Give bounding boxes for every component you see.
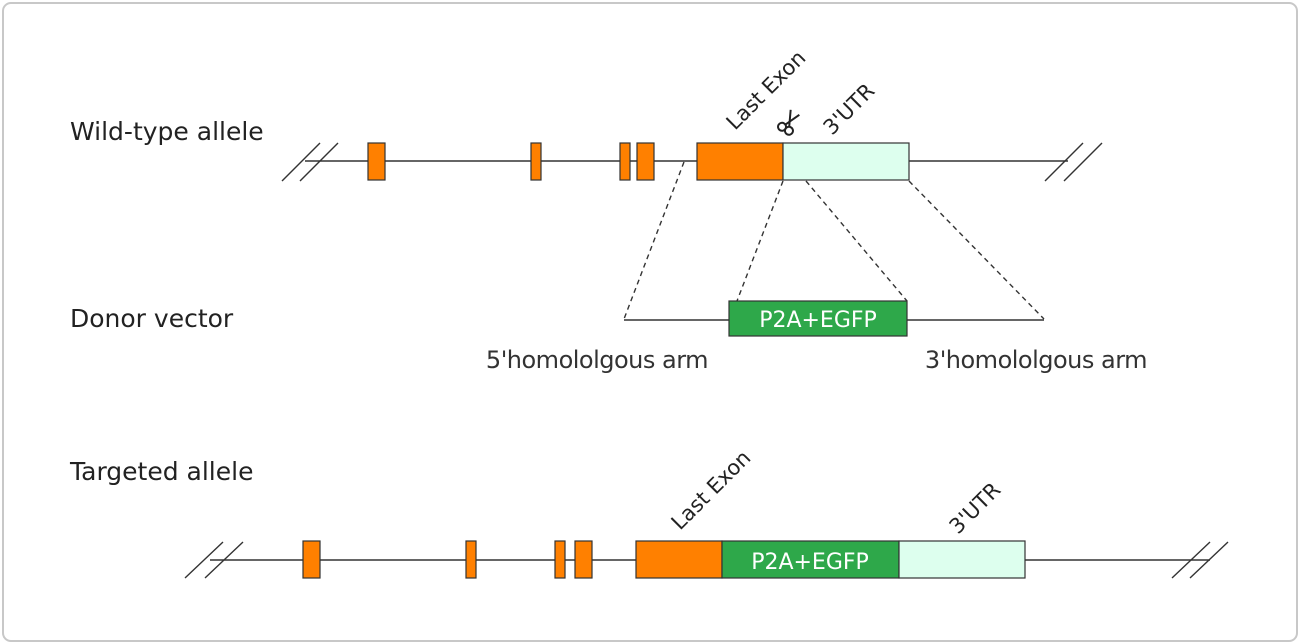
targeted-break-left-1 — [184, 541, 224, 579]
donor-vector: P2A+EGFP 5'homololgous arm 3'homololgous… — [486, 300, 1148, 374]
targeted-exon — [574, 540, 593, 579]
targeted-exon — [465, 540, 477, 579]
donor-vector-label: Donor vector — [70, 304, 234, 333]
scissors-icon — [777, 109, 800, 136]
targeted-break-left-2 — [204, 541, 244, 579]
targeted-3utr — [898, 540, 1026, 579]
wild-type-break-left-1 — [281, 142, 321, 182]
wild-type-3utr — [782, 142, 910, 181]
targeted-allele-label: Targeted allele — [69, 457, 253, 486]
targeted-break-right-1 — [1171, 541, 1211, 579]
wild-type-break-left-2 — [299, 142, 339, 182]
guide-insert-left — [736, 180, 784, 302]
donor-insert-box — [728, 300, 908, 337]
targeted-exon — [302, 540, 321, 579]
wild-type-break-right-2 — [1063, 142, 1103, 182]
wild-type-exon — [619, 142, 631, 181]
donor-insert-label: P2A+EGFP — [759, 308, 877, 333]
wild-type-allele-label: Wild-type allele — [70, 117, 264, 146]
targeted-exon — [554, 540, 566, 579]
5-homology-arm-label: 5'homololgous arm — [486, 346, 708, 374]
wild-type-break-right-1 — [1044, 142, 1084, 182]
guide-5arm-outer — [623, 161, 685, 320]
targeted-break-right-2 — [1189, 541, 1229, 579]
guide-insert-right — [805, 180, 908, 302]
wild-type-exon — [530, 142, 542, 181]
wild-type-last-exon — [696, 142, 784, 181]
targeted-insert-label: P2A+EGFP — [751, 550, 869, 575]
3-homology-arm-label: 3'homololgous arm — [925, 346, 1147, 374]
wild-type-exon — [636, 142, 655, 181]
wild-type-exon — [367, 142, 386, 181]
homology-guide-lines — [623, 161, 1045, 320]
targeted-last-exon — [635, 540, 723, 579]
targeted-insert-box — [721, 540, 900, 579]
